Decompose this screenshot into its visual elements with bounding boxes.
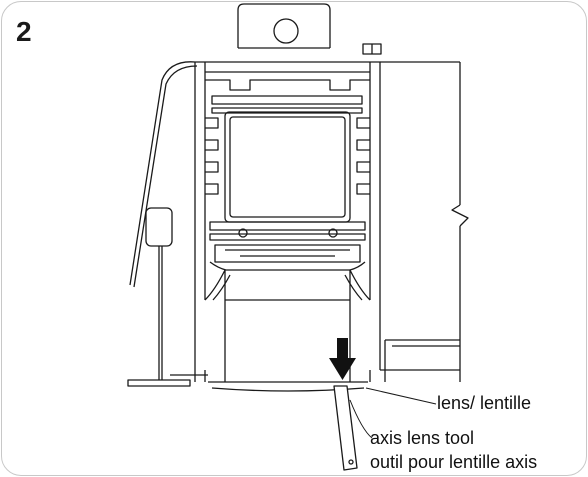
lens-body (204, 269, 371, 392)
sensor-cable (127, 61, 208, 387)
screw (362, 43, 382, 55)
step-number: 2 (16, 16, 32, 47)
arrow-down-icon (329, 338, 356, 380)
driver-block (205, 111, 370, 223)
leader-lines (349, 387, 437, 439)
tool-label-fr: outil pour lentille axis (370, 452, 538, 472)
tool-label-en: axis lens tool (370, 428, 475, 448)
lens-tool (333, 385, 358, 471)
top-rail (205, 71, 370, 114)
side-housing (380, 339, 460, 382)
lens-label: lens/ lentille (437, 393, 532, 413)
optic-mount (209, 221, 366, 271)
housing-outline (194, 61, 469, 382)
mounting-bracket (237, 3, 331, 49)
